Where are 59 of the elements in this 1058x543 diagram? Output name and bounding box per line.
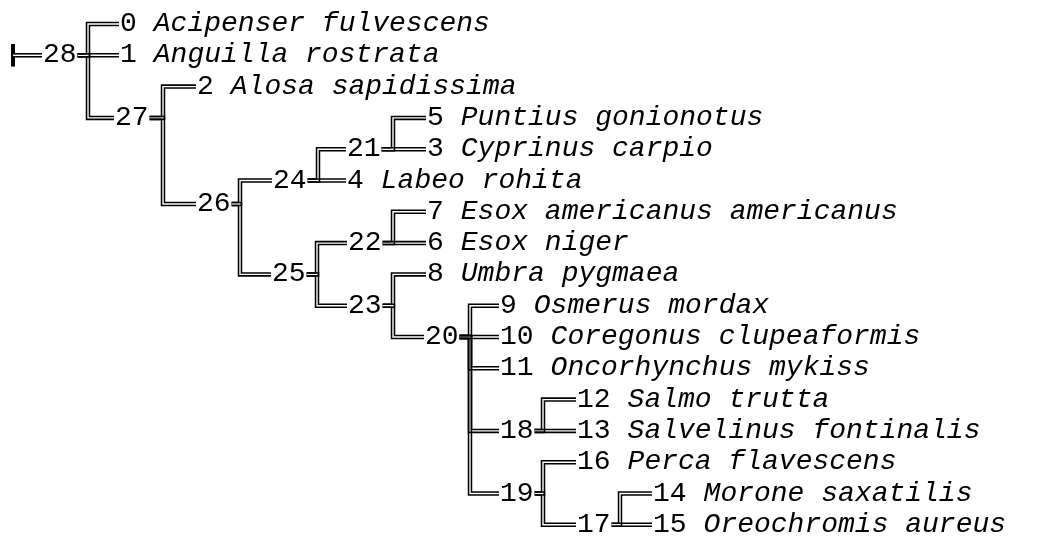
taxon-number: 4 (347, 165, 364, 196)
species-name: Perca flavescens (627, 447, 897, 478)
clade-number: 20 (425, 322, 459, 352)
species-name: Coregonus clupeaformis (550, 322, 921, 352)
taxon-number: 9 (500, 290, 517, 321)
tree-branch-line (382, 303, 424, 340)
tree-branch-line (149, 115, 196, 207)
tree-branch-line (231, 201, 271, 277)
taxon-number: 12 (577, 384, 611, 415)
tree-branch-line (306, 272, 347, 308)
clade-number: 18 (500, 415, 534, 446)
taxon-number: 8 (427, 259, 444, 290)
taxon-number: 0 (120, 9, 137, 39)
clade-number: 28 (43, 40, 77, 71)
species-name: Salmo trutta (627, 384, 830, 415)
clade-number: 26 (197, 188, 231, 219)
taxon-number: 13 (577, 415, 611, 446)
clade-number: 21 (347, 134, 381, 165)
clade-number: 19 (500, 478, 534, 509)
species-name: Puntius gonionotus (460, 102, 764, 133)
tree-branch-line (381, 146, 426, 152)
taxon-number: 15 (653, 509, 687, 540)
taxon-number: 3 (427, 134, 444, 165)
taxon-number: 1 (120, 40, 137, 71)
species-name: Labeo rohita (380, 165, 583, 196)
tree-branch-line (534, 491, 576, 528)
species-name: Oncorhynchus mykiss (550, 353, 870, 384)
species-name: Umbra pygmaea (460, 259, 680, 290)
species-name: Acipenser fulvescens (153, 9, 490, 39)
taxon-number: 5 (427, 102, 444, 133)
taxon-number: 7 (427, 196, 444, 227)
clade-number: 25 (272, 259, 306, 290)
taxon-number: 11 (500, 353, 534, 384)
clade-number: 23 (348, 290, 382, 321)
tree-branch-line (459, 334, 499, 496)
tree-branch-line (611, 522, 652, 528)
species-name: Salvelinus fontinalis (627, 415, 981, 446)
tree-branch-line (77, 53, 114, 121)
species-name: Anguilla rostrata (153, 40, 440, 71)
clade-number: 27 (115, 102, 149, 133)
tree-branch-line (307, 178, 346, 183)
species-name: Esox niger (460, 228, 629, 259)
taxon-number: 2 (197, 71, 214, 102)
taxon-number: 16 (577, 447, 611, 478)
clade-number: 22 (348, 228, 382, 259)
taxon-number: 14 (653, 478, 687, 509)
species-name: Oreochromis aureus (703, 509, 1007, 540)
species-name: Cyprinus carpio (460, 134, 713, 165)
species-name: Alosa sapidissima (230, 71, 517, 102)
tree-branch-line (534, 428, 576, 434)
tree-branch-line (382, 240, 426, 246)
root-line (10, 44, 42, 67)
taxon-number: 10 (500, 322, 534, 352)
species-name: Morone saxatilis (703, 478, 973, 509)
clade-number: 24 (273, 165, 307, 196)
species-name: Osmerus mordax (533, 290, 770, 321)
clade-number: 17 (577, 509, 611, 540)
taxon-number: 6 (427, 228, 444, 259)
species-name: Esox americanus americanus (460, 196, 898, 227)
